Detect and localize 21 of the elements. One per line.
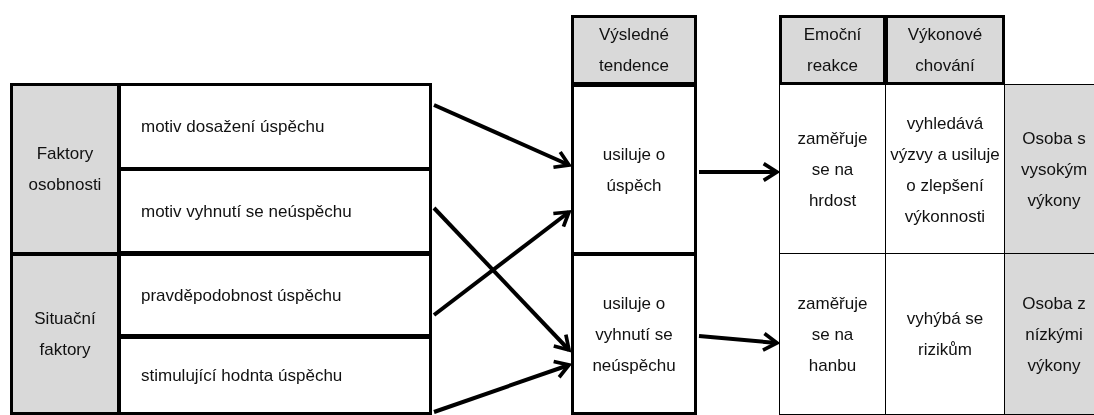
header-cell: Osoba z nízkými výkony	[1004, 253, 1094, 415]
arrow	[432, 206, 571, 352]
table-cell: zaměřuje se na hanbu	[779, 253, 886, 415]
table-cell: usiluje o úspěch	[571, 84, 697, 255]
header-cell: Výkonové chování	[885, 15, 1005, 85]
table-cell: pravděpodobnost úspěchu	[118, 253, 432, 337]
arrow	[699, 161, 779, 183]
table-cell: usiluje o vyhnutí se neúspěchu	[571, 253, 697, 415]
header-cell: Faktory osobnosti	[10, 83, 120, 255]
table-cell: motiv dosažení úspěchu	[118, 83, 432, 170]
table-cell: stimulující hodnta úspěchu	[118, 336, 432, 415]
arrow	[432, 210, 571, 317]
header-cell: Situační faktory	[10, 253, 120, 415]
arrow	[433, 103, 571, 170]
header-cell: Osoba s vysokým výkony	[1004, 84, 1094, 255]
arrow	[433, 359, 571, 414]
header-cell: Emoční reakce	[779, 15, 886, 85]
header-cell: Výsledné tendence	[571, 15, 697, 85]
table-cell: motiv vyhnutí se neúspěchu	[118, 168, 432, 254]
table-cell: vyhýbá se rizikům	[885, 253, 1005, 415]
arrow	[698, 331, 779, 352]
